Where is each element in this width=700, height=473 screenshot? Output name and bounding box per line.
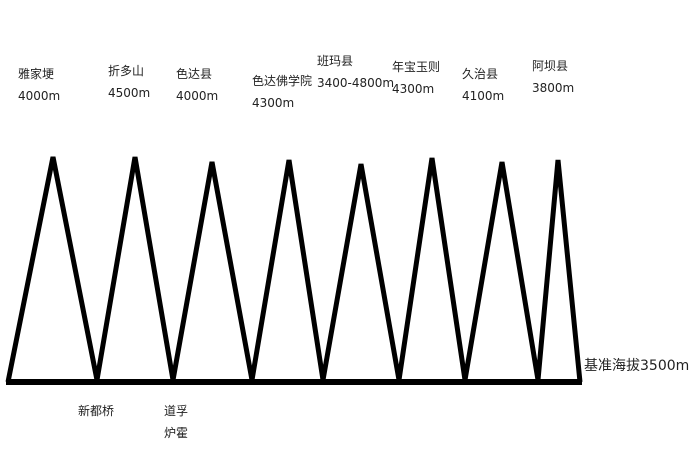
valley-name: 炉霍 [164,426,189,440]
peak-name: 折多山 [108,64,145,78]
peak-label-3: 色达县 4000m [176,63,218,107]
peak-label-6: 年宝玉则 4300m [392,56,440,100]
valley-label-2: 道孚炉霍 [164,400,188,444]
peak-label-2: 折多山 4500m [108,60,150,104]
peak-altitude: 3800m [532,81,575,95]
elevation-profile-line [5,156,583,383]
peak-name: 雅家埂 [18,67,55,81]
baseline-label: 基准海拔3500m [584,358,690,374]
peak-name: 色达佛学院 [252,74,313,88]
peak-altitude: 4100m [462,89,505,103]
peak-altitude: 3400-4800m [317,76,395,90]
peak-altitude: 4300m [392,82,435,96]
peak-label-5: 班玛县 3400-4800m [317,50,394,94]
peak-label-8: 阿坝县 3800m [532,55,574,99]
peak-name: 色达县 [176,67,213,81]
valley-name: 道孚 [164,404,189,418]
valley-name: 新都桥 [78,404,115,418]
peak-name: 年宝玉则 [392,60,441,74]
peak-altitude: 4000m [18,89,61,103]
peak-altitude: 4500m [108,86,151,100]
peak-name: 久治县 [462,67,499,81]
peak-altitude: 4000m [176,89,219,103]
valley-label-1: 新都桥 [78,400,114,422]
peak-label-1: 雅家埂 4000m [18,63,60,107]
peak-label-4: 色达佛学院 4300m [252,70,312,114]
peak-name: 阿坝县 [532,59,569,73]
peak-label-7: 久治县 4100m [462,63,504,107]
peak-altitude: 4300m [252,96,295,110]
peak-name: 班玛县 [317,54,354,68]
